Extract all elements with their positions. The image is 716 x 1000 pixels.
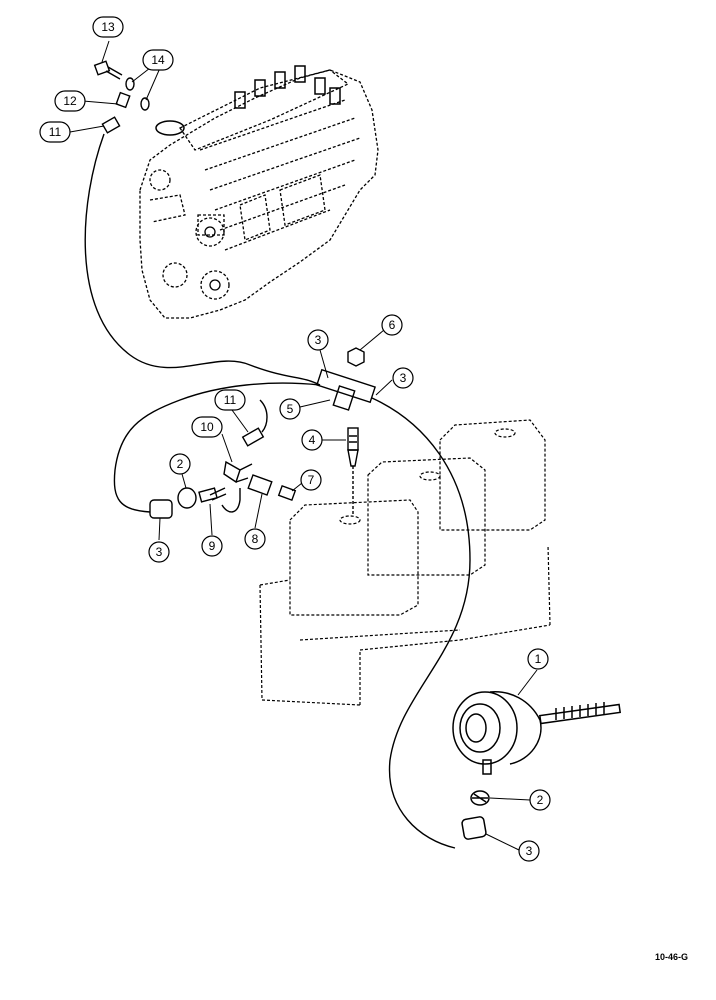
callout-5: 5 [287,402,294,416]
callout-12-bubble [54,90,86,112]
callout-11: 11 [224,393,237,407]
callout-10-bubble [191,416,223,438]
callout-3: 3 [526,844,533,858]
callout-4: 4 [309,433,316,447]
callout-12: 12 [63,94,77,108]
callout-2: 2 [177,457,184,471]
callout-3c-bubble [148,541,170,563]
tee-assembly [316,347,376,515]
callout-11: 11 [49,125,62,139]
callout-9-bubble [201,535,223,557]
callout-1: 1 [535,652,542,666]
callout-13-bubble [92,16,124,38]
callout-1-bubble [527,648,549,670]
callout-2b-bubble [529,789,551,811]
callout-3: 3 [400,371,407,385]
callout-8: 8 [252,532,259,546]
figure-id: 10-46-G [654,952,688,962]
callout-8-bubble [244,528,266,550]
callout-3d-bubble [518,840,540,862]
middle-fittings [149,427,297,519]
callout-9: 9 [209,539,216,553]
callout-13: 13 [101,20,115,34]
callout-3: 3 [315,333,322,347]
callout-3a-bubble [307,329,329,351]
engine-illustration [139,65,379,319]
callout-2: 2 [537,793,544,807]
callout-11a-bubble [39,121,71,143]
callout-10: 10 [200,420,214,434]
chassis-outline [259,419,551,706]
callout-14: 14 [151,53,165,67]
callout-labels: 13 14 12 11 3 6 3 11 5 10 4 2 7 3 9 8 1 … [49,20,544,858]
callout-bubbles [39,16,551,862]
callout-6: 6 [389,318,396,332]
callout-3: 3 [156,545,163,559]
hose-lines [84,133,471,849]
callout-7: 7 [308,473,315,487]
engine-fittings [93,60,150,134]
callout-14-bubble [142,49,174,71]
leader-lines [69,40,538,851]
callout-7-bubble [300,469,322,491]
callout-6-bubble [381,314,403,336]
wastegate-actuator [452,691,622,840]
callout-5-bubble [279,398,301,420]
callout-4-bubble [301,429,323,451]
callout-11b-bubble [214,389,246,411]
callout-3b-bubble [392,367,414,389]
callout-2a-bubble [169,453,191,475]
